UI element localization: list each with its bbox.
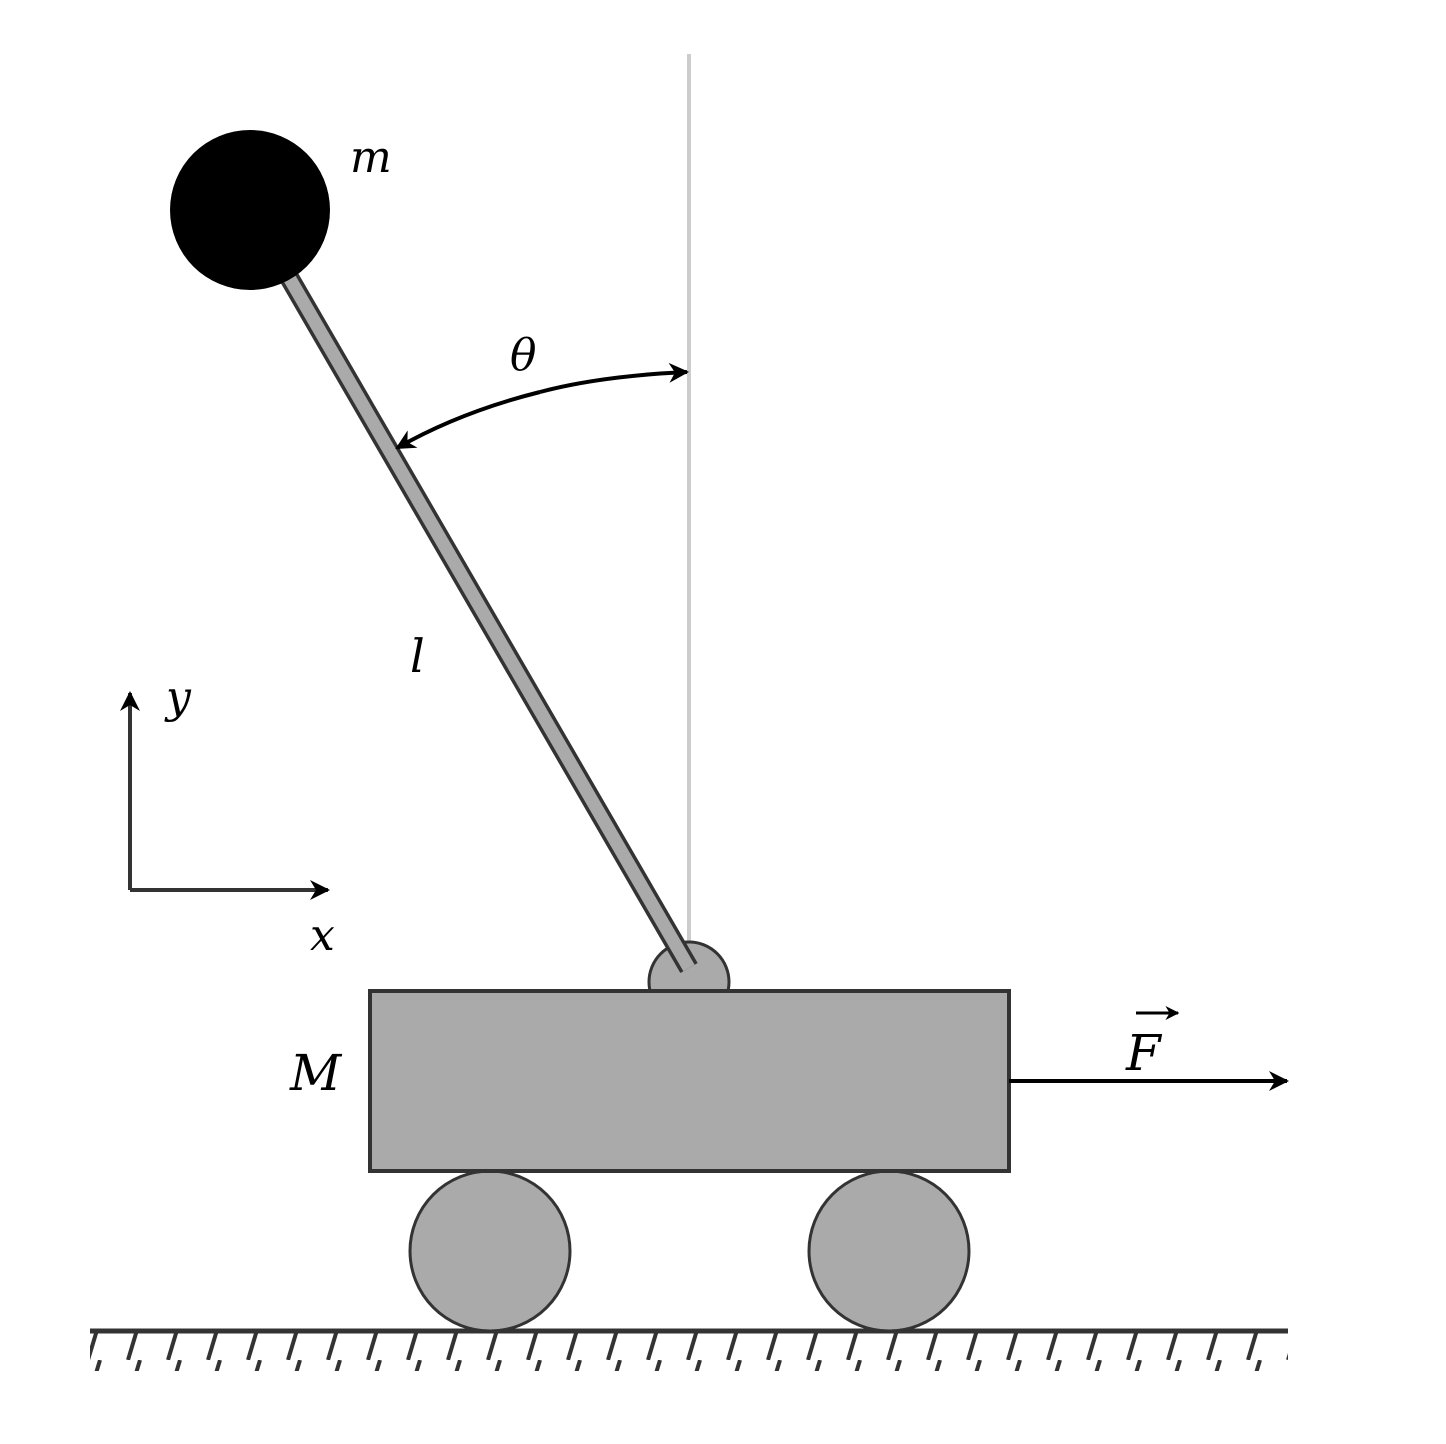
rod-length-label: l — [410, 629, 425, 683]
pendulum-mass-label: m — [350, 132, 392, 183]
x-axis-label: x — [310, 910, 335, 961]
force-label: F — [1125, 1024, 1163, 1082]
left-wheel — [408, 1169, 572, 1333]
angle-arc-arrow — [539, 362, 689, 394]
right-wheel — [807, 1169, 971, 1333]
ground — [90, 1328, 1288, 1371]
pendulum-bob — [170, 130, 330, 290]
angle-label: θ — [510, 330, 537, 381]
ground-hatching — [90, 1331, 1288, 1371]
pendulum-rod — [244, 206, 695, 972]
cart-body — [368, 989, 1011, 1173]
y-axis-label: y — [164, 672, 192, 723]
angle-arc-arrow-back — [395, 390, 541, 450]
coordinate-axes — [120, 691, 330, 900]
cart-mass-label: M — [289, 1044, 343, 1102]
